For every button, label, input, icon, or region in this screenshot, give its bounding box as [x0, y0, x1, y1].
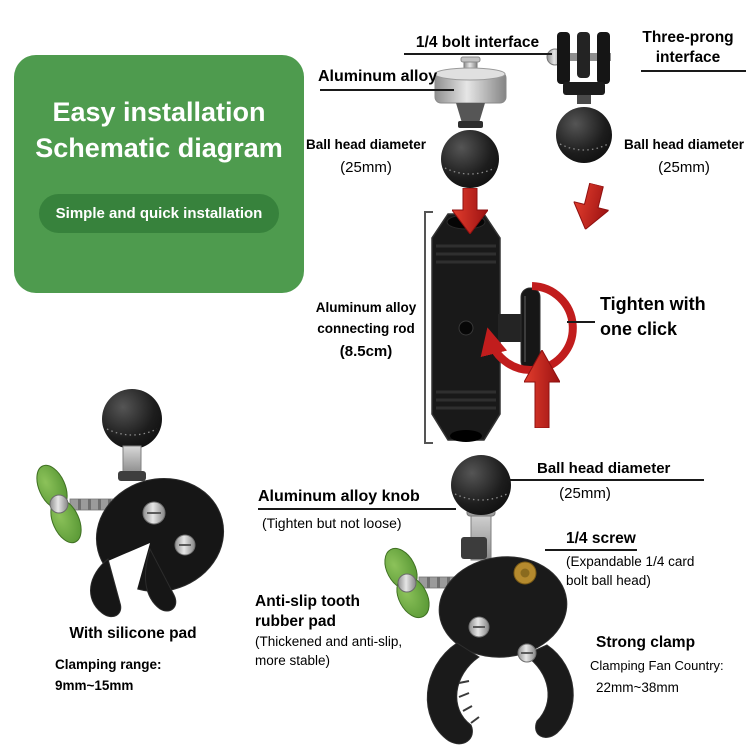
label-tighten: Tighten with one click [600, 292, 735, 342]
sub-rubber-pad-line1: (Thickened and anti-slip, [255, 634, 403, 649]
bolt-adapter-illustration [434, 56, 507, 188]
page-title-line2: Schematic diagram [35, 132, 283, 163]
label-rubber-pad-line1: Anti-slip tooth [255, 593, 361, 610]
label-tighten-line2: one click [600, 319, 678, 340]
label-three-prong: Three-prong interface [630, 28, 746, 68]
sub-silicone-line1: Clamping range: [55, 657, 162, 672]
label-ball-mid: Ball head diameter [537, 460, 671, 477]
assembly-arrow-down-left-icon [452, 188, 488, 234]
strong-clamp-illustration [384, 537, 574, 745]
label-three-prong-line2: interface [655, 49, 721, 67]
label-tighten-line1: Tighten with [600, 294, 706, 314]
subtitle-badge: Simple and quick installation [38, 194, 280, 234]
three-prong-adapter-illustration [546, 32, 612, 163]
sub-strong-clamp-line2: 22mm~38mm [596, 680, 679, 695]
label-connecting-rod-line2: connecting rod [317, 320, 415, 336]
label-connecting-rod: Aluminum alloy connecting rod (8.5cm) [312, 298, 420, 363]
rod-bracket [424, 211, 433, 444]
pointer-line-bolt-interface [404, 53, 552, 55]
sub-rubber-pad: (Thickened and anti-slip, more stable) [255, 633, 420, 671]
pointer-line-three-prong [641, 70, 746, 72]
headline-panel: Easy installation Schematic diagram Simp… [14, 55, 304, 293]
pointer-line-screw [545, 549, 637, 551]
pointer-line-aluminum-alloy [320, 89, 454, 91]
pointer-line-tighten [567, 321, 595, 323]
label-ball-left: Ball head diameter [305, 137, 427, 152]
sub-strong-clamp-line1: Clamping Fan Country: [590, 658, 724, 673]
value-ball-left: (25mm) [340, 159, 392, 176]
label-strong-clamp: Strong clamp [596, 634, 696, 651]
sub-silicone-line2: 9mm~15mm [55, 678, 134, 693]
assembly-arrow-down-right-icon [572, 182, 610, 231]
label-rubber-pad-line2: rubber pad [255, 613, 336, 631]
sub-knob: (Tighten but not loose) [262, 515, 402, 531]
sub-screw: (Expandable 1/4 card bolt ball head) [566, 553, 736, 591]
label-three-prong-line1: Three-prong [642, 29, 734, 46]
label-connecting-rod-line1: Aluminum alloy [315, 300, 417, 315]
silicone-clamp-illustration [36, 389, 225, 618]
label-silicone-pad: With silicone pad [69, 625, 197, 642]
value-ball-mid: (25mm) [559, 485, 611, 502]
label-connecting-rod-line3: (8.5cm) [339, 342, 393, 360]
label-ball-right: Ball head diameter [623, 137, 745, 152]
assembly-arrow-up-icon [524, 350, 560, 428]
label-screw: 1/4 screw [566, 530, 636, 547]
page-title-line1: Easy installation [52, 97, 266, 127]
pointer-line-ball-mid [508, 479, 704, 481]
sub-rubber-pad-line2: more stable) [255, 652, 331, 668]
label-knob: Aluminum alloy knob [258, 488, 420, 505]
label-aluminum-alloy: Aluminum alloy [318, 68, 438, 85]
connecting-rod-illustration [431, 213, 577, 442]
label-bolt-interface: 1/4 bolt interface [415, 34, 540, 51]
sub-screw-line1: (Expandable 1/4 card [566, 554, 695, 569]
value-ball-right: (25mm) [658, 159, 710, 176]
label-rubber-pad: Anti-slip tooth rubber pad [255, 592, 390, 632]
page-title: Easy installation Schematic diagram [35, 95, 283, 166]
sub-screw-line2: bolt ball head) [566, 572, 651, 588]
rotation-arrow-icon [480, 282, 577, 374]
pointer-line-knob [258, 508, 456, 510]
